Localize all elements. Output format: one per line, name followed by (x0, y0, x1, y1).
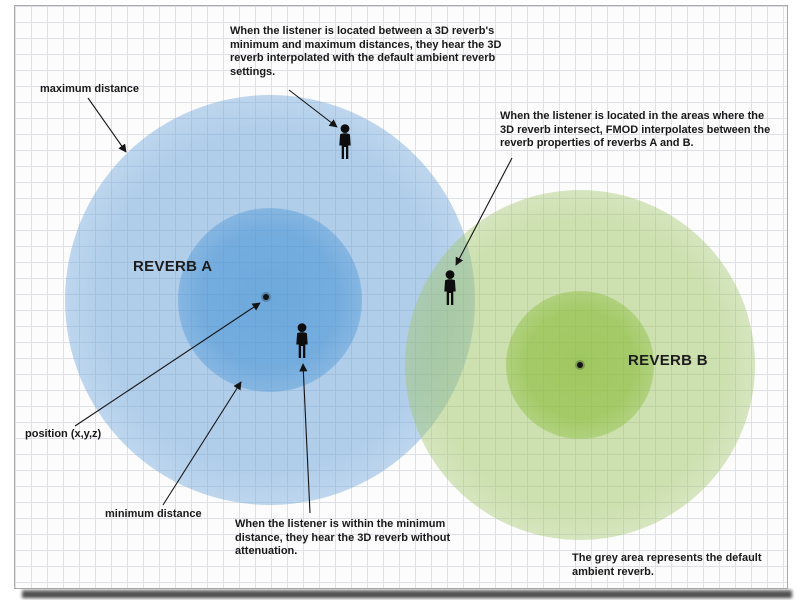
position-dot-reverb-b (575, 360, 585, 370)
listener-icon-within-min (296, 323, 308, 358)
grid-sheet: maximum distance When the listener is lo… (14, 5, 788, 589)
diagram-overlay (74, 89, 585, 514)
annotation-ambient-reverb: The grey area represents the default amb… (572, 552, 762, 578)
annotation-between-min-max: When the listener is located between a 3… (230, 25, 502, 78)
arrow-annotation-within-min (299, 363, 311, 514)
annotation-within-min: When the listener is within the minimum … (235, 518, 451, 557)
label-maximum-distance: maximum distance (40, 83, 140, 95)
position-dot-reverb-a (261, 292, 271, 302)
arrow-minimum-distance (162, 381, 242, 506)
listener-icon-intersection (444, 270, 456, 305)
arrow-annotation-intersect (455, 157, 513, 266)
label-position-xyz: position (x,y,z) (25, 428, 102, 440)
arrow-annotation-between (288, 89, 338, 128)
page-bottom-shadow (22, 590, 792, 598)
label-minimum-distance: minimum distance (105, 508, 202, 520)
reverb-a-min-distance-circle (178, 208, 362, 392)
annotation-intersection: When the listener is located in the area… (500, 110, 771, 149)
arrow-position (74, 302, 261, 427)
arrow-maximum-distance (87, 97, 127, 153)
label-reverb-a: REVERB A (133, 258, 213, 275)
listener-icon-between-min-max (339, 124, 351, 159)
label-reverb-b: REVERB B (628, 352, 708, 369)
